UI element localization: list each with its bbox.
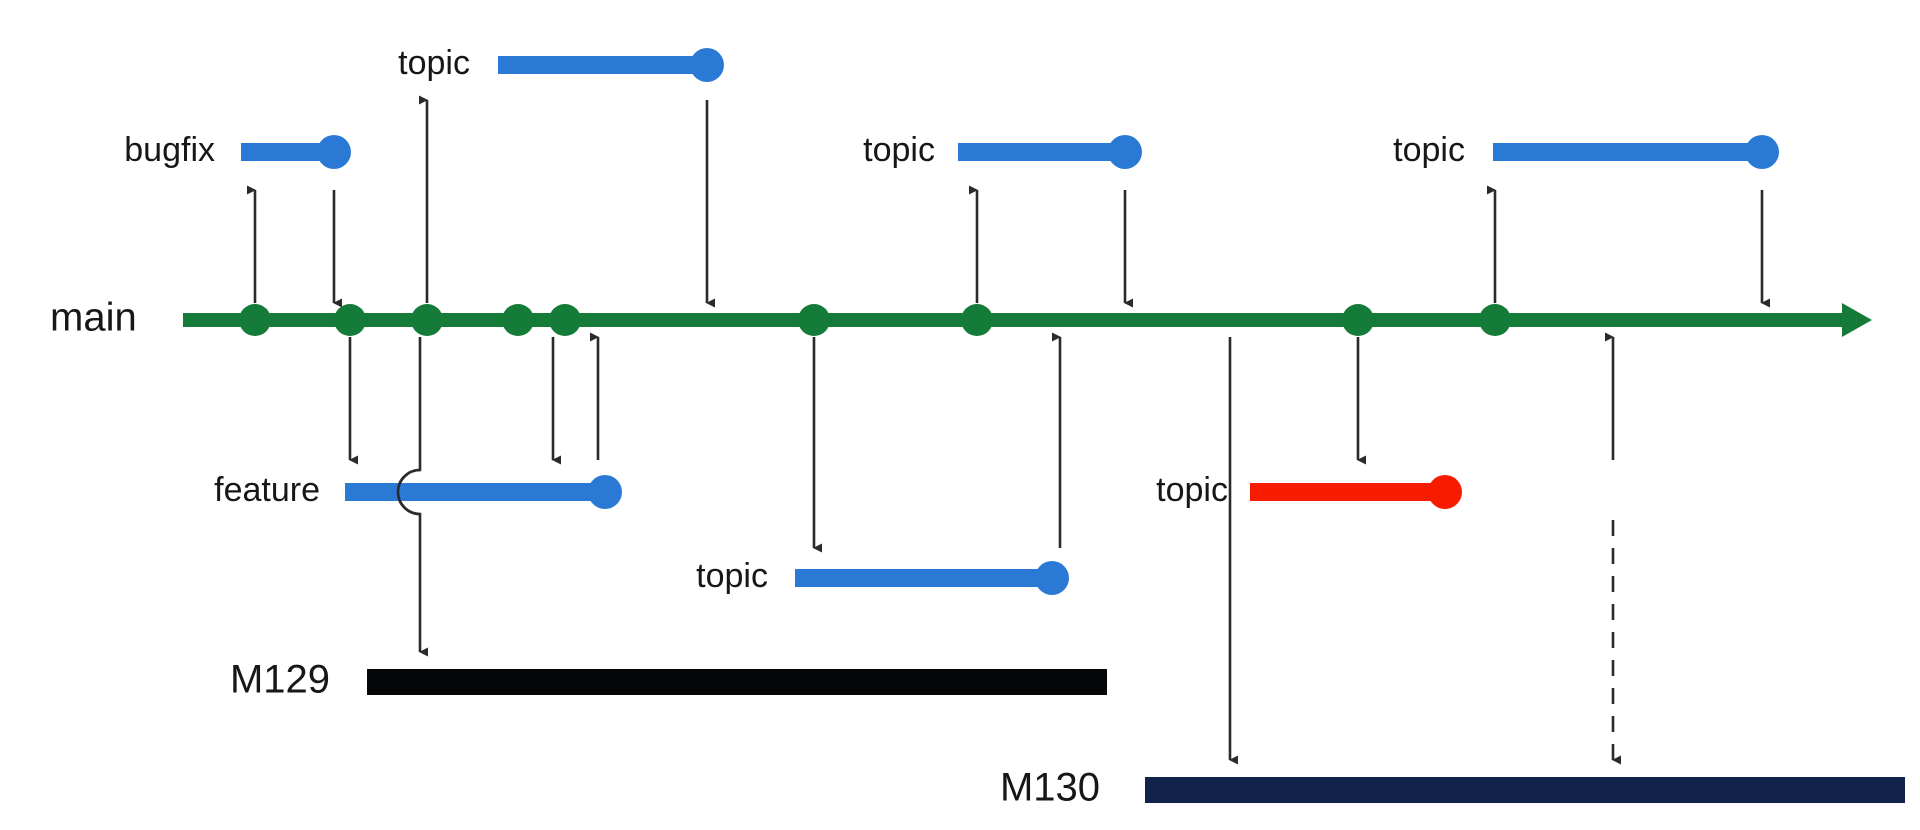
main-commit-dot-4 xyxy=(502,304,534,336)
feature-branch: feature xyxy=(214,471,622,509)
main-commit-dot-9 xyxy=(1479,304,1511,336)
topic-branch-1: topic xyxy=(398,44,724,82)
hotfix-topic-branch: topic xyxy=(1156,471,1462,509)
main-commit-dot-5 xyxy=(549,304,581,336)
topic-branch-4-head-commit-dot xyxy=(1035,561,1069,595)
bugfix-branch-head-commit-dot xyxy=(317,135,351,169)
milestone-m130-label: M130 xyxy=(1000,766,1100,810)
topic-branch-4-label: topic xyxy=(696,557,768,595)
topic-branch-2-bar xyxy=(958,143,1125,161)
feature-branch-label: feature xyxy=(214,471,320,509)
hotfix-topic-branch-head-commit-dot xyxy=(1428,475,1462,509)
topic-branch-3-label: topic xyxy=(1393,131,1465,169)
main-commit-dot-6 xyxy=(798,304,830,336)
topic-branch-2: topic xyxy=(863,131,1142,169)
hotfix-topic-branch-bar xyxy=(1250,483,1445,501)
milestone-m130-bar xyxy=(1145,777,1905,803)
main-branch-layer: main xyxy=(50,296,1872,340)
bugfix-branch-label: bugfix xyxy=(124,131,215,169)
milestone-m129-label: M129 xyxy=(230,658,330,702)
topic-branch-1-label: topic xyxy=(398,44,470,82)
bugfix-branch-bar xyxy=(241,143,334,161)
hotfix-topic-branch-label: topic xyxy=(1156,471,1228,509)
branches-layer: bugfix topic topic topic feature topic topic xyxy=(124,44,1779,595)
topic-branch-3-bar xyxy=(1493,143,1762,161)
main-commit-dot-8 xyxy=(1342,304,1374,336)
milestone-m129: M129 xyxy=(230,658,1107,702)
topic-branch-3-head-commit-dot xyxy=(1745,135,1779,169)
feature-branch-head-commit-dot xyxy=(588,475,622,509)
topic-branch-2-label: topic xyxy=(863,131,935,169)
milestone-m129-bar xyxy=(367,669,1107,695)
arrows-layer xyxy=(247,95,1770,765)
topic-branch-2-head-commit-dot xyxy=(1108,135,1142,169)
feature-branch-bar xyxy=(345,483,605,501)
line-hop-over-feature-bar xyxy=(396,468,421,516)
main-commit-dot-3 xyxy=(411,304,443,336)
line-jump-layer xyxy=(396,468,421,516)
bugfix-branch: bugfix xyxy=(124,131,351,169)
main-branch-label: main xyxy=(50,296,137,340)
topic-branch-1-bar xyxy=(498,56,707,74)
topic-branch-4: topic xyxy=(696,557,1069,595)
main-commit-dot-1 xyxy=(239,304,271,336)
main-branch: main xyxy=(50,296,1872,340)
main-branch-line xyxy=(183,313,1842,327)
topic-branch-3: topic xyxy=(1393,131,1779,169)
main-branch-arrowhead xyxy=(1842,303,1872,337)
milestone-m130: M130 xyxy=(1000,766,1905,810)
topic-branch-4-bar xyxy=(795,569,1052,587)
main-commit-dot-7 xyxy=(961,304,993,336)
main-commit-dot-2 xyxy=(334,304,366,336)
topic-branch-1-head-commit-dot xyxy=(690,48,724,82)
